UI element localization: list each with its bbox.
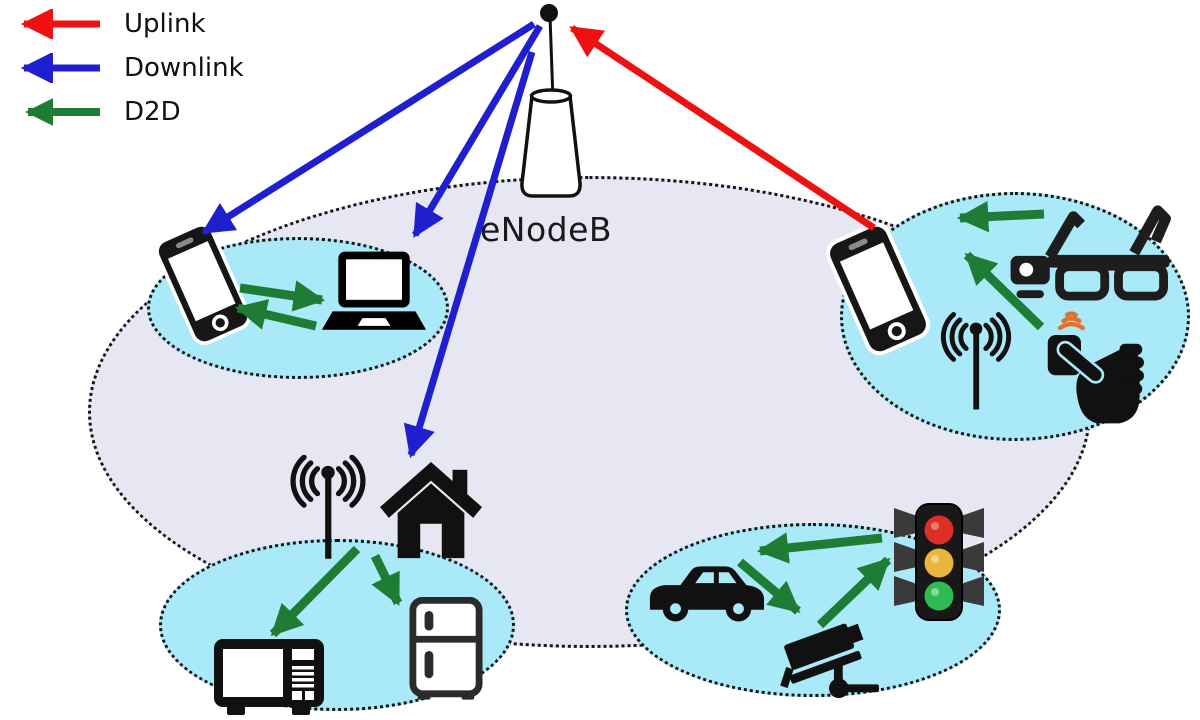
uplink-arrow-icon — [20, 9, 100, 39]
smartphone-icon — [825, 222, 931, 356]
house-icon — [380, 461, 482, 559]
legend: Uplink Downlink D2D — [6, 2, 244, 134]
legend-label-uplink: Uplink — [124, 9, 206, 39]
smartphone-icon — [155, 222, 251, 346]
legend-row-downlink: Downlink — [6, 46, 244, 90]
cctv-camera-icon — [780, 623, 879, 699]
legend-row-uplink: Uplink — [6, 2, 244, 46]
car-icon — [649, 566, 765, 622]
downlink-arrow-icon — [20, 53, 100, 83]
antenna-icon — [290, 455, 366, 559]
legend-label-downlink: Downlink — [124, 53, 244, 83]
smart-glasses-icon — [1010, 205, 1171, 301]
microwave-icon — [214, 639, 324, 715]
legend-label-d2d: D2D — [124, 97, 181, 127]
base-station-label: eNodeB — [479, 210, 613, 249]
refrigerator-icon — [409, 597, 483, 700]
cell-tower-icon — [520, 4, 582, 198]
legend-row-d2d: D2D — [6, 90, 244, 134]
d2d-arrow-icon — [25, 98, 100, 126]
signal-waves-icon — [1057, 311, 1085, 331]
antenna-icon — [940, 312, 1012, 410]
smartwatch-hand-icon — [1047, 311, 1144, 424]
laptop-icon — [321, 251, 427, 330]
traffic-light-icon — [894, 503, 984, 621]
